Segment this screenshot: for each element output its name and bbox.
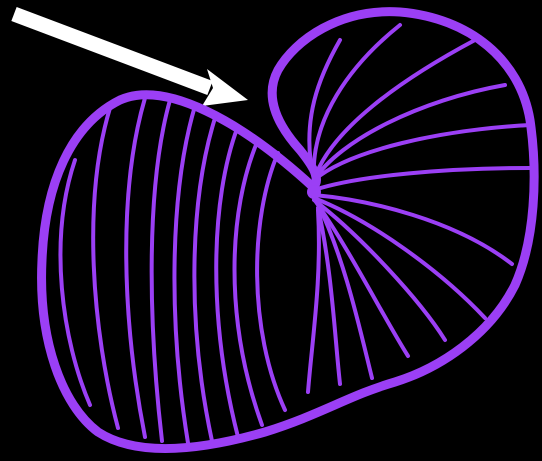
arrow-shaft [14,14,210,88]
ridge-line [308,210,319,392]
right-lobe-ridges [308,25,530,392]
ridge-line [60,160,90,405]
ridge-line [314,168,530,190]
ridge-line [93,108,118,428]
ridge-line [174,106,195,443]
ridge-line [152,100,170,441]
ridge-line [126,98,145,437]
ridge-line [318,204,372,378]
ridge-line [314,40,475,180]
ridge-line [194,115,216,441]
hinge-point [307,185,321,199]
left-lobe-ridges [60,98,285,443]
ridge-line [257,153,285,410]
shell-outline [42,12,535,449]
